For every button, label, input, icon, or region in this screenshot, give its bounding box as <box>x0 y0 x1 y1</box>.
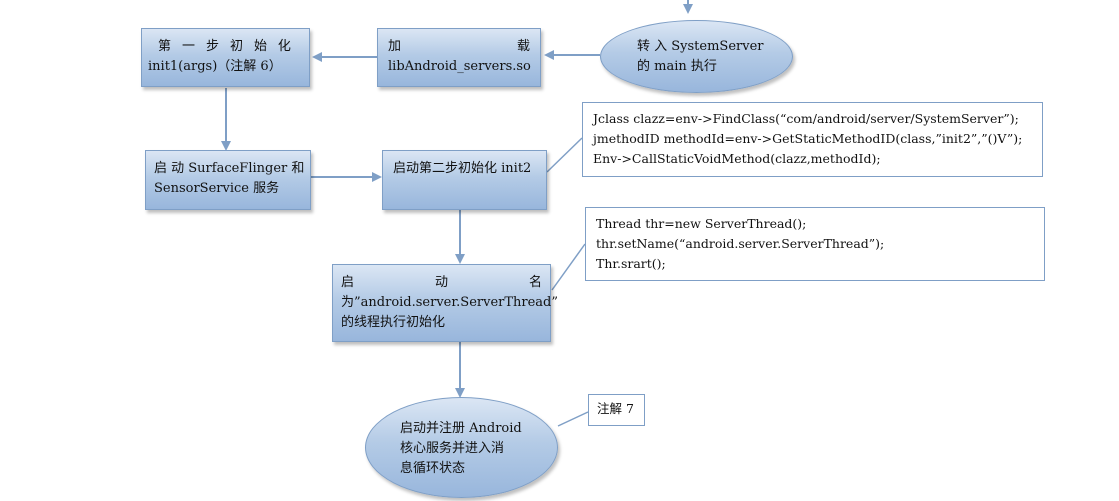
serverthread-line2: 为 ”android.server.ServerThread” <box>341 293 558 313</box>
callout-line-serverthread <box>551 243 586 291</box>
node-init2: 启动第二步初始化 init2 <box>382 150 547 210</box>
node-register-services: 启动并注册 Android 核心服务并进入消 息循环状态 <box>365 397 558 498</box>
init1-char: 化 <box>277 39 291 54</box>
load-lib-line2: libAndroid_servers.so <box>388 59 531 74</box>
init1-char: 始 <box>253 39 267 54</box>
init1-char: 一 <box>181 39 195 54</box>
init1-line2: init1(args)（注解 6） <box>148 59 282 74</box>
switch-systemserver-line1: 转 入 SystemServer <box>637 39 764 54</box>
thread-code-line: thr.setName(“android.server.ServerThread… <box>596 236 885 251</box>
note-thread-code: Thread thr=new ServerThread(); thr.setNa… <box>585 207 1045 281</box>
thread-code-line: Thr.srart(); <box>596 256 666 271</box>
note-7: 注解 7 <box>588 394 645 426</box>
surfaceflinger-line1: 启 动 SurfaceFlinger 和 <box>154 161 305 176</box>
init1-char: 第 <box>158 39 172 54</box>
serverthread-char: 启 <box>341 275 355 290</box>
serverthread-name: ”android.server.ServerThread” <box>354 295 559 310</box>
init1-line1: 第 一 步 初 始 化 <box>158 37 299 57</box>
load-lib-line1: 加 载 <box>388 37 530 57</box>
switch-systemserver-line2: 的 main 执行 <box>637 59 717 74</box>
serverthread-char: 动 <box>434 275 448 290</box>
callout-line-note7 <box>557 411 589 427</box>
node-start-serverthread: 启 动 名 为 ”android.server.ServerThread” 的线… <box>332 264 558 342</box>
callout-line-init2 <box>546 137 583 173</box>
jni-code-line: jmethodID methodId=env->GetStaticMethodI… <box>593 131 1023 146</box>
load-lib-char: 载 <box>516 39 530 54</box>
serverthread-line1: 启 动 名 <box>341 273 542 293</box>
jni-code-line: Env->CallStaticVoidMethod(clazz,methodId… <box>593 151 881 166</box>
init2-line1: 启动第二步初始化 init2 <box>393 161 532 176</box>
thread-code-line: Thread thr=new ServerThread(); <box>596 216 807 231</box>
register-line2: 核心服务并进入消 <box>400 441 505 456</box>
node-switch-systemserver: 转 入 SystemServer 的 main 执行 <box>600 20 793 93</box>
surfaceflinger-line2: SensorService 服务 <box>154 181 280 196</box>
register-line3: 息循环状态 <box>400 461 466 476</box>
jni-code-line: Jclass clazz=env->FindClass(“com/android… <box>593 111 1019 126</box>
load-lib-char: 加 <box>388 39 402 54</box>
init1-char: 步 <box>205 39 219 54</box>
serverthread-char: 为 <box>341 295 355 310</box>
node-load-lib: 加 载 libAndroid_servers.so <box>377 28 541 87</box>
note-7-label: 注解 7 <box>597 401 634 416</box>
node-init1: 第 一 步 初 始 化 init1(args)（注解 6） <box>141 28 310 87</box>
serverthread-char: 名 <box>528 275 542 290</box>
note-jni-code: Jclass clazz=env->FindClass(“com/android… <box>582 102 1043 177</box>
register-line1: 启动并注册 Android <box>400 421 522 436</box>
init1-char: 初 <box>229 39 243 54</box>
node-start-surfaceflinger: 启 动 SurfaceFlinger 和 SensorService 服务 <box>145 150 311 210</box>
serverthread-line3: 的线程执行初始化 <box>341 315 446 330</box>
